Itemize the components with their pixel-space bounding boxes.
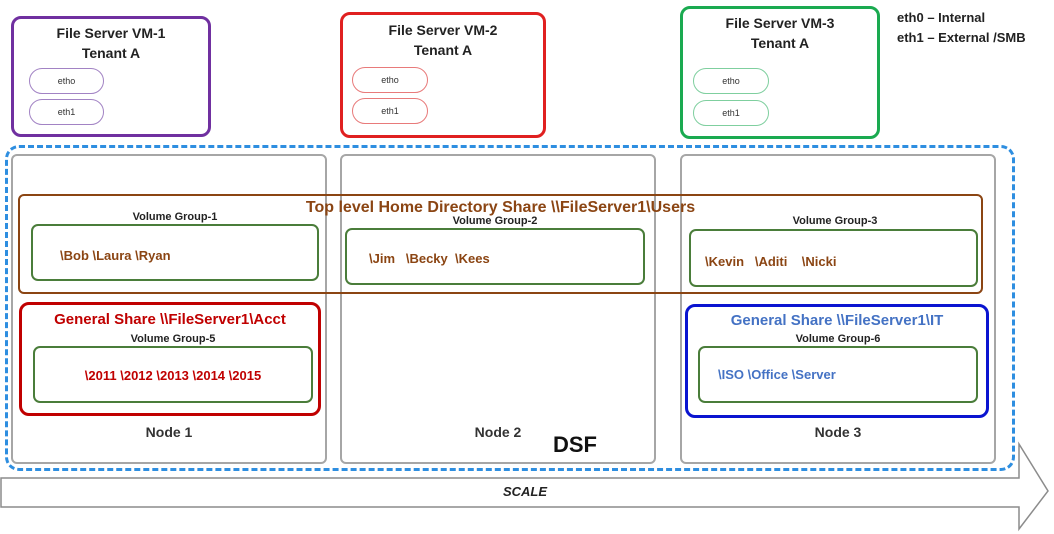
file-server-vm-1: File Server VM-1 Tenant A etho eth1 xyxy=(11,16,211,137)
vm-1-name: File Server VM-1 xyxy=(56,25,166,41)
vm-3-tenant: Tenant A xyxy=(750,35,810,51)
scale-arrow xyxy=(0,441,1049,532)
node-2 xyxy=(340,154,656,464)
vm-2-eth1-nic: eth1 xyxy=(352,98,428,124)
vm-2-tenant: Tenant A xyxy=(413,42,473,58)
volume-group-1 xyxy=(31,224,319,281)
dsf-label: DSF xyxy=(553,432,597,457)
vm-1-tenant: Tenant A xyxy=(81,45,141,61)
volume-group-3 xyxy=(689,229,978,287)
home-directory-share xyxy=(18,194,983,294)
volume-group-3-label: Volume Group-3 xyxy=(792,215,878,227)
volume-group-3-folders: \Kevin \Aditi \Nicki xyxy=(705,254,837,269)
home-share-title: Top level Home Directory Share \\FileSer… xyxy=(305,199,696,216)
file-server-vm-3: File Server VM-3 Tenant A etho eth1 xyxy=(680,6,880,139)
legend-eth1: eth1 – External /SMB xyxy=(897,30,1026,45)
volume-group-6 xyxy=(698,346,978,403)
vm-2-eth0-nic: etho xyxy=(352,67,428,93)
volume-group-5-label: Volume Group-5 xyxy=(130,333,216,345)
volume-group-6-label: Volume Group-6 xyxy=(795,333,881,345)
acct-share-title: General Share \\FileServer1\Acct xyxy=(54,311,286,328)
vm-1-eth1-nic: eth1 xyxy=(29,99,104,125)
node-2-label: Node 2 xyxy=(474,424,522,440)
node-1-label: Node 1 xyxy=(145,424,193,440)
volume-group-2-label: Volume Group-2 xyxy=(452,215,538,227)
volume-group-2-folders: \Jim \Becky \Kees xyxy=(369,251,490,266)
vm-3-eth1-nic: eth1 xyxy=(693,100,769,126)
volume-group-5 xyxy=(33,346,313,403)
dsf-boundary xyxy=(5,145,1015,471)
vm-3-eth0-nic: etho xyxy=(693,68,769,94)
node-3-label: Node 3 xyxy=(814,424,862,440)
volume-group-1-folders: \Bob \Laura \Ryan xyxy=(60,248,171,263)
vm-2-name: File Server VM-2 xyxy=(388,22,498,38)
volume-group-6-folders: \ISO \Office \Server xyxy=(718,367,836,382)
volume-group-2 xyxy=(345,228,645,285)
scale-label: SCALE xyxy=(502,484,548,499)
volume-group-5-folders: \2011 \2012 \2013 \2014 \2015 xyxy=(84,368,262,383)
vm-1-eth0-nic: etho xyxy=(29,68,104,94)
volume-group-1-label: Volume Group-1 xyxy=(132,211,218,223)
legend-eth0: eth0 – Internal xyxy=(897,10,986,25)
vm-3-name: File Server VM-3 xyxy=(725,15,835,31)
it-share-title: General Share \\FileServer1\IT xyxy=(730,312,944,329)
file-server-vm-2: File Server VM-2 Tenant A etho eth1 xyxy=(340,12,546,138)
